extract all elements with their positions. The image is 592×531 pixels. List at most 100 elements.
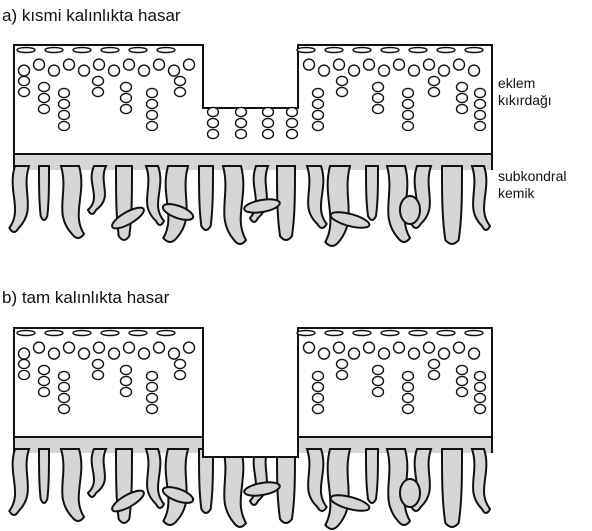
- surface-cell: [157, 48, 175, 53]
- chondrocyte-round: [49, 348, 60, 359]
- chondrocyte-column-cell: [457, 82, 468, 91]
- chondrocyte-column-cell: [236, 107, 247, 116]
- bone-trabecula: [88, 166, 106, 214]
- chondrocyte-column-cell: [403, 393, 414, 402]
- chondrocyte-column-cell: [236, 129, 247, 138]
- chondrocyte-column-cell: [147, 99, 158, 108]
- chondrocyte-round: [409, 348, 420, 359]
- chondrocyte-column-cell: [147, 88, 158, 97]
- chondrocyte-column-cell: [175, 359, 186, 368]
- chondrocyte-column-cell: [147, 121, 158, 130]
- chondrocyte-column-cell: [39, 82, 50, 91]
- chondrocyte-column-cell: [19, 76, 30, 85]
- chondrocyte-round: [454, 59, 465, 70]
- chondrocyte-round: [469, 348, 480, 359]
- chondrocyte-column-cell: [39, 365, 50, 374]
- chondrocyte-round: [154, 59, 165, 70]
- chondrocyte-column-cell: [147, 393, 158, 402]
- chondrocyte-round: [19, 65, 30, 76]
- chondrocyte-round: [364, 342, 375, 353]
- surface-cell: [409, 48, 427, 53]
- chondrocyte-column-cell: [39, 387, 50, 396]
- surface-cell: [101, 48, 119, 53]
- chondrocyte-column-cell: [457, 104, 468, 113]
- surface-cell: [465, 331, 483, 336]
- articular-cartilage: [14, 45, 492, 154]
- surface-cell: [45, 48, 63, 53]
- chondrocyte-column-cell: [59, 382, 70, 391]
- chondrocyte-round: [184, 59, 195, 70]
- chondrocyte-column-cell: [175, 370, 186, 379]
- chondrocyte-round: [109, 65, 120, 76]
- chondrocyte-round: [49, 65, 60, 76]
- chondrocyte-column-cell: [313, 110, 324, 119]
- chondrocyte-round: [139, 348, 150, 359]
- chondrocyte-round: [379, 65, 390, 76]
- chondrocyte-column-cell: [373, 104, 384, 113]
- bone-trabecula: [223, 449, 246, 527]
- chondrocyte-column-cell: [313, 121, 324, 130]
- chondrocyte-round: [34, 342, 45, 353]
- chondrocyte-column-cell: [457, 387, 468, 396]
- chondrocyte-column-cell: [313, 99, 324, 108]
- bone-trabecula: [146, 166, 164, 225]
- bone-trabecula: [307, 166, 327, 228]
- chondrocyte-column-cell: [373, 376, 384, 385]
- panel-b-full-thickness-defect: [9, 328, 492, 529]
- chondrocyte-column-cell: [208, 118, 219, 127]
- chondrocyte-column-cell: [93, 359, 104, 368]
- bone-trabecula: [61, 449, 84, 521]
- chondrocyte-column-cell: [373, 82, 384, 91]
- bone-fragment: [400, 196, 420, 224]
- chondrocyte-column-cell: [429, 87, 440, 96]
- bone-fragment: [243, 480, 281, 498]
- bone-trabecula: [9, 449, 29, 515]
- chondrocyte-round: [64, 342, 75, 353]
- bone-trabecula: [366, 449, 378, 503]
- chondrocyte-column-cell: [313, 404, 324, 413]
- subchondral-bone: [9, 154, 492, 246]
- bone-trabecula: [88, 449, 106, 497]
- chondrocyte-column-cell: [475, 382, 486, 391]
- chondrocyte-column-cell: [403, 121, 414, 130]
- chondrocyte-column-cell: [287, 129, 298, 138]
- bone-trabecula: [199, 166, 213, 230]
- chondrocyte-column-cell: [93, 76, 104, 85]
- surface-cell: [353, 48, 371, 53]
- bone-trabecula: [442, 166, 462, 244]
- chondrocyte-column-cell: [121, 104, 132, 113]
- chondrocyte-round: [334, 342, 345, 353]
- chondrocyte-column-cell: [337, 87, 348, 96]
- chondrocyte-round: [94, 59, 105, 70]
- chondrocyte-round: [454, 342, 465, 353]
- chondrocyte-column-cell: [59, 121, 70, 130]
- chondrocyte-column-cell: [59, 88, 70, 97]
- chondrocyte-round: [409, 65, 420, 76]
- chondrocyte-column-cell: [39, 376, 50, 385]
- chondrocyte-column-cell: [121, 93, 132, 102]
- bone-trabecula: [39, 449, 49, 503]
- chondrocyte-column-cell: [475, 110, 486, 119]
- bone-trabecula: [472, 166, 490, 230]
- chondrocyte-column-cell: [373, 387, 384, 396]
- chondrocyte-column-cell: [93, 370, 104, 379]
- chondrocyte-column-cell: [457, 365, 468, 374]
- bone-trabecula: [366, 166, 378, 220]
- chondrocyte-column-cell: [175, 76, 186, 85]
- chondrocyte-column-cell: [19, 370, 30, 379]
- chondrocyte-column-cell: [429, 76, 440, 85]
- bone-trabecula: [307, 449, 327, 511]
- surface-cell: [17, 48, 35, 53]
- bone-trabecula: [472, 449, 490, 513]
- chondrocyte-column-cell: [475, 121, 486, 130]
- chondrocyte-column-cell: [373, 365, 384, 374]
- chondrocyte-round: [79, 65, 90, 76]
- chondrocyte-round: [34, 59, 45, 70]
- chondrocyte-round: [424, 342, 435, 353]
- chondrocyte-round: [94, 342, 105, 353]
- chondrocyte-column-cell: [403, 88, 414, 97]
- chondrocyte-round: [394, 59, 405, 70]
- chondrocyte-column-cell: [39, 93, 50, 102]
- chondrocyte-column-cell: [19, 87, 30, 96]
- surface-cell: [129, 48, 147, 53]
